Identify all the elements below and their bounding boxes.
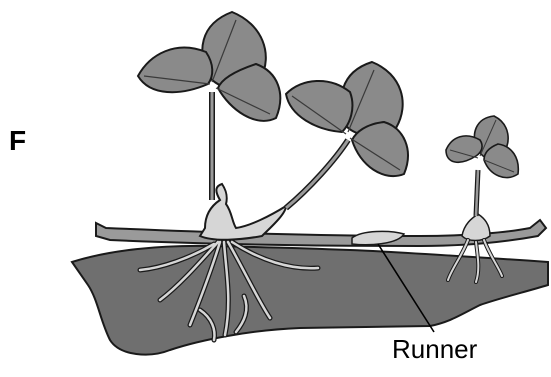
second-trifoliate-leaf [286,62,408,176]
panel-label: F [9,127,26,155]
second-leaf-stalk [286,140,348,208]
daughter-trifoliate-leaf [446,116,518,178]
runner-label: Runner [392,336,477,362]
daughter-crown [462,214,490,241]
